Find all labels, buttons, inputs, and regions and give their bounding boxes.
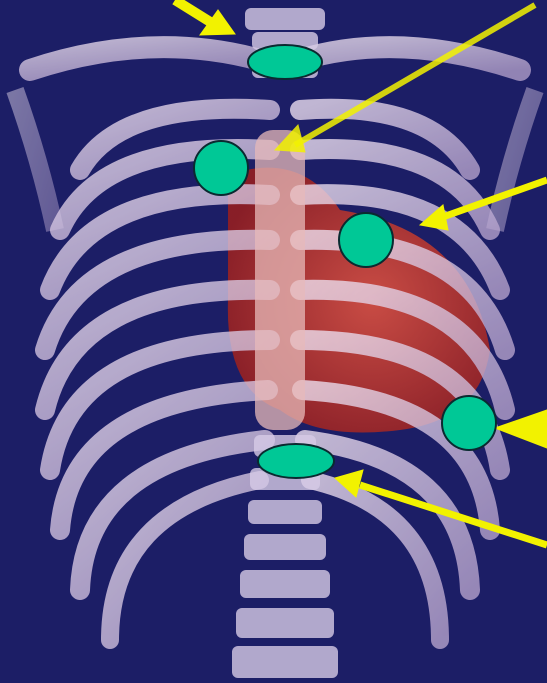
- marker-bottom-oval: [258, 444, 334, 478]
- marker-lower-right: [442, 396, 496, 450]
- arrow-top-left: [175, 0, 235, 35]
- marker-center-right: [339, 213, 393, 267]
- marker-upper-left: [194, 141, 248, 195]
- sternum: [255, 130, 305, 430]
- marker-top-oval: [248, 45, 322, 79]
